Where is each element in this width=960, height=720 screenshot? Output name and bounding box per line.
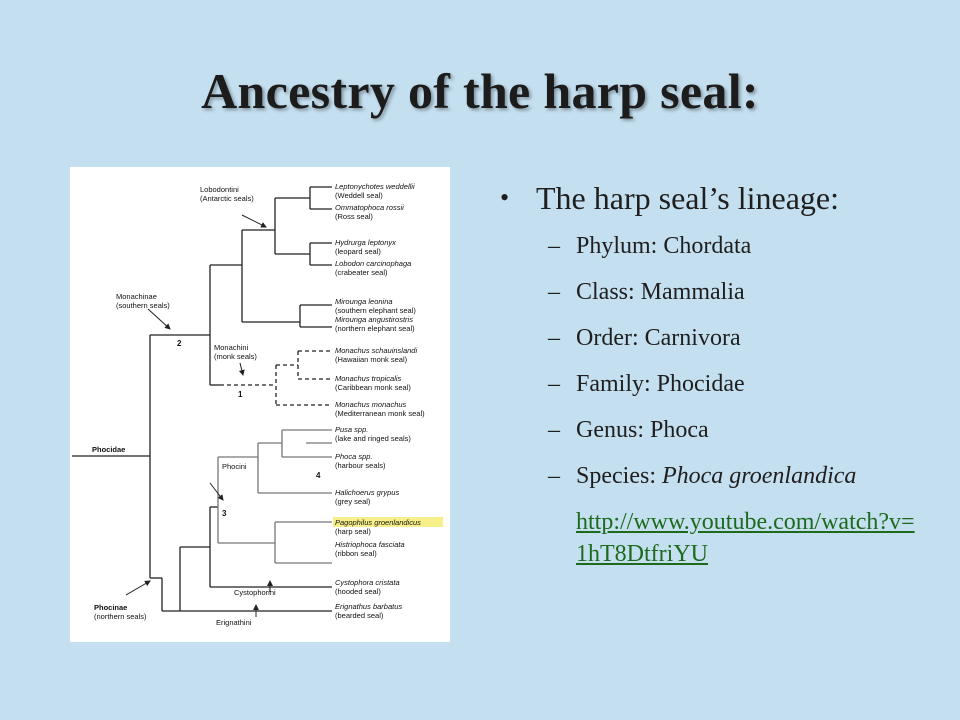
taxon-common-harp-seal: (harp seal)	[335, 527, 371, 536]
taxon-latin: Monachus schauinslandi	[335, 346, 417, 355]
node-label-3: 3	[222, 509, 227, 518]
label-erignathini: Erignathini	[216, 618, 252, 627]
species-prefix: Species:	[576, 463, 662, 489]
phocini-branches	[217, 429, 332, 564]
taxon-latin: Lobodon carcinophaga	[335, 259, 411, 268]
slide-title: Ancestry of the harp seal:	[201, 63, 759, 119]
taxon-common: (lake and ringed seals)	[335, 434, 411, 443]
taxon-latin: Hydrurga leptonyx	[335, 238, 396, 247]
bullet-dot: •	[500, 183, 510, 212]
taxon-common: (grey seal)	[335, 497, 371, 506]
taxon-common: (southern elephant seal)	[335, 306, 416, 315]
annotation-arrows	[125, 214, 273, 617]
label-phocidae: Phocidae	[92, 445, 125, 454]
taxon-latin: Leptonychotes weddellii	[335, 182, 415, 191]
taxon-latin: Erignathus barbatus	[335, 602, 402, 611]
lineage-item-family: – Family: Phocidae	[500, 368, 940, 414]
label-cystophorini: Cystophorini	[234, 588, 276, 597]
taxon-common: (hooded seal)	[335, 587, 381, 596]
lineage-item-label: Family: Phocidae	[576, 371, 745, 397]
monachini-branches	[220, 350, 332, 406]
lineage-item-label: Phylum: Chordata	[576, 233, 752, 259]
taxon-common: (Ross seal)	[335, 212, 373, 221]
taxon-latin: Histriophoca fasciata	[335, 540, 405, 549]
lineage-item-genus: – Genus: Phoca	[500, 414, 940, 460]
lineage-item-class: – Class: Mammalia	[500, 276, 940, 322]
label-monachinae-sub: (southern seals)	[116, 301, 170, 310]
taxon-latin: Mirounga leonina	[335, 297, 393, 306]
label-monachinae: Monachinae	[116, 292, 157, 301]
taxon-common: (northern elephant seal)	[335, 324, 415, 333]
lineage-item-species: – Species: Phoca groenlandica	[500, 460, 940, 506]
taxon-latin: Monachus monachus	[335, 400, 407, 409]
harp-seal-highlight	[333, 517, 443, 527]
species-name: Phoca groenlandica	[661, 463, 857, 489]
taxon-latin: Mirounga angustirostris	[335, 315, 413, 324]
label-lobodontini-sub: (Antarctic seals)	[200, 194, 254, 203]
taxon-common: (ribbon seal)	[335, 549, 377, 558]
taxon-common: (bearded seal)	[335, 611, 384, 620]
dash-marker: –	[548, 233, 560, 259]
label-lobodontini: Lobodontini	[200, 185, 239, 194]
dash-marker: –	[548, 325, 560, 351]
taxon-latin: Cystophora cristata	[335, 578, 400, 587]
lineage-item-order: – Order: Carnivora	[500, 322, 940, 368]
lineage-item-label: Genus: Phoca	[576, 417, 709, 443]
phylogeny-figure: Lobodontini (Antarctic seals) Monachinae…	[70, 167, 450, 642]
lineage-heading: • The harp seal’s lineage:	[500, 178, 940, 218]
taxon-common: (Caribbean monk seal)	[335, 383, 411, 392]
taxon-latin-harp-seal: Pagophilus groenlandicus	[335, 518, 421, 527]
phylogeny-tree: Lobodontini (Antarctic seals) Monachinae…	[72, 182, 443, 627]
node-label-2: 2	[177, 339, 182, 348]
label-monachini-sub: (monk seals)	[214, 352, 257, 361]
taxon-latin: Halichoerus grypus	[335, 488, 399, 497]
taxon-common: (leopard seal)	[335, 247, 381, 256]
taxon-common: (harbour seals)	[335, 461, 386, 470]
lineage-list: – Phylum: Chordata – Class: Mammalia – O…	[500, 230, 940, 506]
lineage-item-label: Order: Carnivora	[576, 325, 741, 351]
lineage-item-label: Class: Mammalia	[576, 279, 745, 305]
taxon-latin: Monachus tropicalis	[335, 374, 402, 383]
label-phocini: Phocini	[222, 462, 247, 471]
dash-marker: –	[548, 417, 560, 443]
dash-marker: –	[548, 463, 560, 489]
taxon-common: (Weddell seal)	[335, 191, 383, 200]
label-phocinae: Phocinae	[94, 603, 127, 612]
lineage-item-phylum: – Phylum: Chordata	[500, 230, 940, 276]
taxon-common: (crabeater seal)	[335, 268, 388, 277]
node-label-1: 1	[238, 390, 243, 399]
taxon-latin: Pusa spp.	[335, 425, 368, 434]
dash-marker: –	[548, 371, 560, 397]
youtube-link[interactable]: http://www.youtube.com/watch?v=1hT8Dtfri…	[576, 509, 915, 567]
lineage-heading-text: The harp seal’s lineage:	[536, 180, 839, 216]
label-monachini: Monachini	[214, 343, 249, 352]
lineage-bullets: • The harp seal’s lineage: – Phylum: Cho…	[500, 178, 940, 570]
label-phocinae-sub: (northern seals)	[94, 612, 147, 621]
tree-branches	[72, 186, 332, 612]
taxon-common: (Mediterranean monk seal)	[335, 409, 425, 418]
dash-marker: –	[548, 279, 560, 305]
taxon-latin: Ommatophoca rossii	[335, 203, 404, 212]
taxon-latin: Phoca spp.	[335, 452, 373, 461]
node-label-4: 4	[316, 471, 321, 480]
taxon-common: (Hawaiian monk seal)	[335, 355, 408, 364]
